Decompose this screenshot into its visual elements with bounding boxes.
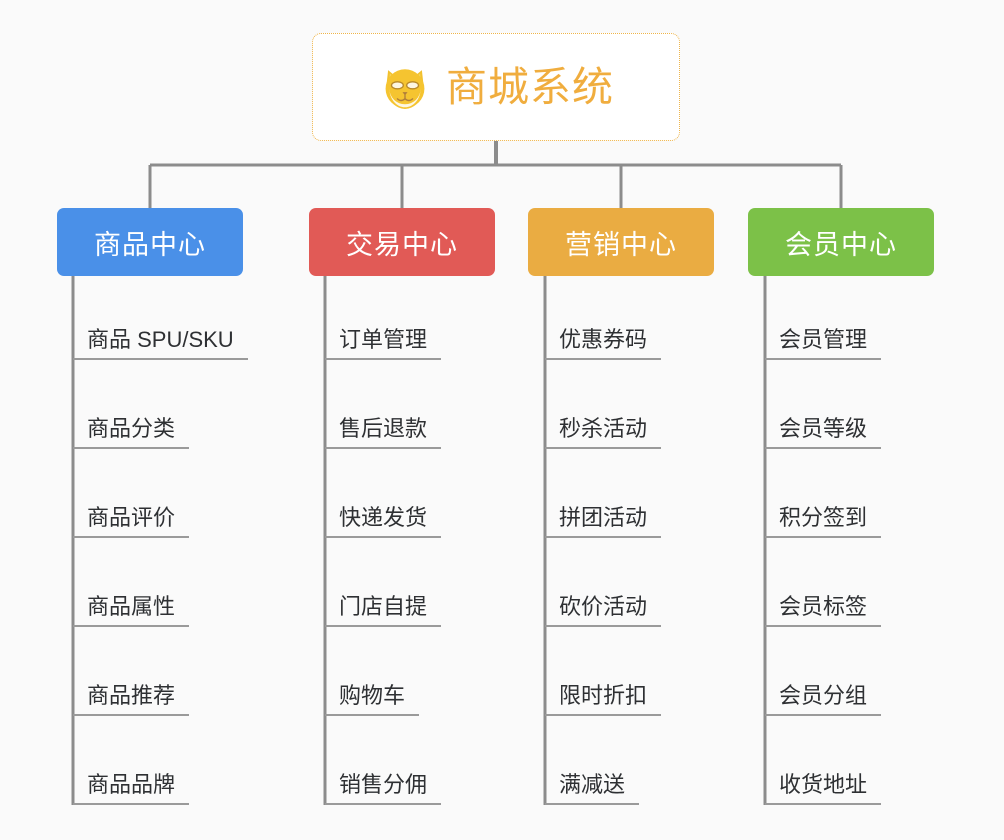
leaf-item-label: 收货地址 — [779, 772, 868, 797]
category-label: 商品中心 — [94, 229, 206, 260]
leaf-item[interactable]: 快递发货 — [325, 498, 442, 538]
leaf-item[interactable]: 拼团活动 — [545, 498, 662, 538]
leaf-item-label: 会员管理 — [779, 327, 868, 352]
leaf-item-label: 订单管理 — [339, 327, 428, 352]
leaf-item-label: 拼团活动 — [559, 505, 648, 530]
category-box-marketing-center[interactable]: 营销中心 — [528, 208, 714, 276]
leaf-item[interactable]: 商品属性 — [73, 587, 190, 627]
leaf-item-label: 购物车 — [339, 683, 406, 708]
leaf-item[interactable]: 限时折扣 — [545, 676, 662, 716]
leaf-item-label: 会员等级 — [779, 416, 868, 441]
leaf-item-label: 秒杀活动 — [559, 416, 648, 441]
leaf-item[interactable]: 销售分佣 — [325, 765, 442, 805]
leaf-item-label: 快递发货 — [339, 505, 428, 530]
leaf-item-label: 商品推荐 — [87, 683, 176, 708]
category-box-product-center[interactable]: 商品中心 — [57, 208, 243, 276]
leaf-item-label: 商品属性 — [87, 594, 176, 619]
leaf-item[interactable]: 会员标签 — [765, 587, 882, 627]
leaf-item-label: 商品 SPU/SKU — [87, 327, 234, 352]
leaf-item[interactable]: 秒杀活动 — [545, 409, 662, 449]
category-box-trade-center[interactable]: 交易中心 — [309, 208, 495, 276]
leaf-item[interactable]: 会员等级 — [765, 409, 882, 449]
category-label: 会员中心 — [785, 229, 897, 260]
leaf-item[interactable]: 砍价活动 — [545, 587, 662, 627]
leaf-item-label: 销售分佣 — [339, 772, 428, 797]
leaf-item[interactable]: 商品分类 — [73, 409, 190, 449]
leaf-item[interactable]: 商品评价 — [73, 498, 190, 538]
leaf-item[interactable]: 购物车 — [325, 676, 420, 716]
category-label: 交易中心 — [346, 229, 458, 260]
leaf-item[interactable]: 积分签到 — [765, 498, 882, 538]
leaf-item[interactable]: 门店自提 — [325, 587, 442, 627]
leaf-item[interactable]: 商品 SPU/SKU — [73, 320, 248, 360]
leaf-item-label: 积分签到 — [779, 505, 868, 530]
leaf-item[interactable]: 会员管理 — [765, 320, 882, 360]
leaf-item-label: 会员标签 — [779, 594, 868, 619]
leaf-item-label: 售后退款 — [339, 416, 428, 441]
leaf-item-label: 限时折扣 — [559, 683, 648, 708]
leaf-item[interactable]: 满减送 — [545, 765, 640, 805]
leaf-item[interactable]: 商品品牌 — [73, 765, 190, 805]
category-label: 营销中心 — [565, 229, 677, 260]
leaf-item[interactable]: 收货地址 — [765, 765, 882, 805]
root-node[interactable]: 商城系统 — [312, 33, 680, 141]
category-box-member-center[interactable]: 会员中心 — [748, 208, 934, 276]
leaf-item-label: 满减送 — [559, 772, 626, 797]
leaf-item[interactable]: 订单管理 — [325, 320, 442, 360]
leaf-item-label: 门店自提 — [339, 594, 428, 619]
shiba-dog-face-icon — [385, 69, 425, 109]
root-title: 商城系统 — [446, 63, 614, 110]
leaf-item-label: 商品品牌 — [87, 772, 176, 797]
leaf-item-label: 砍价活动 — [559, 594, 648, 619]
leaf-item[interactable]: 会员分组 — [765, 676, 882, 716]
leaf-item-label: 商品分类 — [87, 416, 176, 441]
leaf-item-label: 优惠券码 — [559, 327, 648, 352]
leaf-item-label: 会员分组 — [779, 683, 868, 708]
leaf-item[interactable]: 售后退款 — [325, 409, 442, 449]
leaf-item[interactable]: 商品推荐 — [73, 676, 190, 716]
leaf-item-label: 商品评价 — [87, 505, 176, 530]
leaf-item[interactable]: 优惠券码 — [545, 320, 662, 360]
